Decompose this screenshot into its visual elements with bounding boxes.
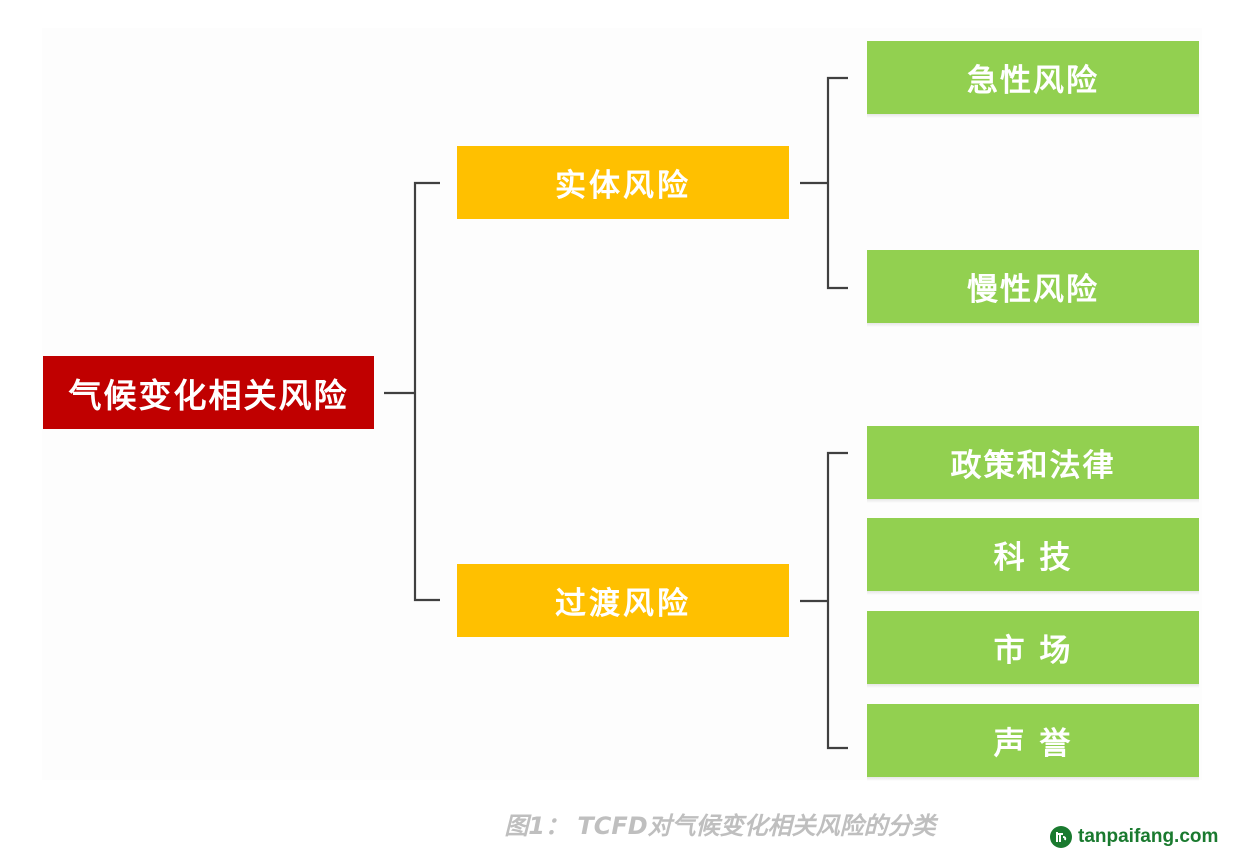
leaf-node-policy-legal: 政策和法律 xyxy=(867,426,1199,503)
branch-node-physical-risk: 实体风险 xyxy=(457,146,789,219)
figure-caption: 图1： TCFD对气候变化相关风险的分类 xyxy=(504,812,936,840)
leaf-node-reputation: 声 誉 xyxy=(867,704,1199,781)
leaf-node-chronic-risk: 慢性风险 xyxy=(867,250,1199,327)
root-node: 气候变化相关风险 xyxy=(43,356,374,429)
leaf-node-market: 市 场 xyxy=(867,611,1199,688)
watermark-text: tanpaifang.com xyxy=(1078,826,1219,847)
leaf-node-technology: 科 技 xyxy=(867,518,1199,595)
branch-node-transition-risk: 过渡风险 xyxy=(457,564,789,637)
tanpaifang-logo-icon xyxy=(1050,826,1072,848)
watermark-logo: tanpaifang.com xyxy=(1050,826,1218,848)
leaf-node-acute-risk: 急性风险 xyxy=(867,41,1199,118)
